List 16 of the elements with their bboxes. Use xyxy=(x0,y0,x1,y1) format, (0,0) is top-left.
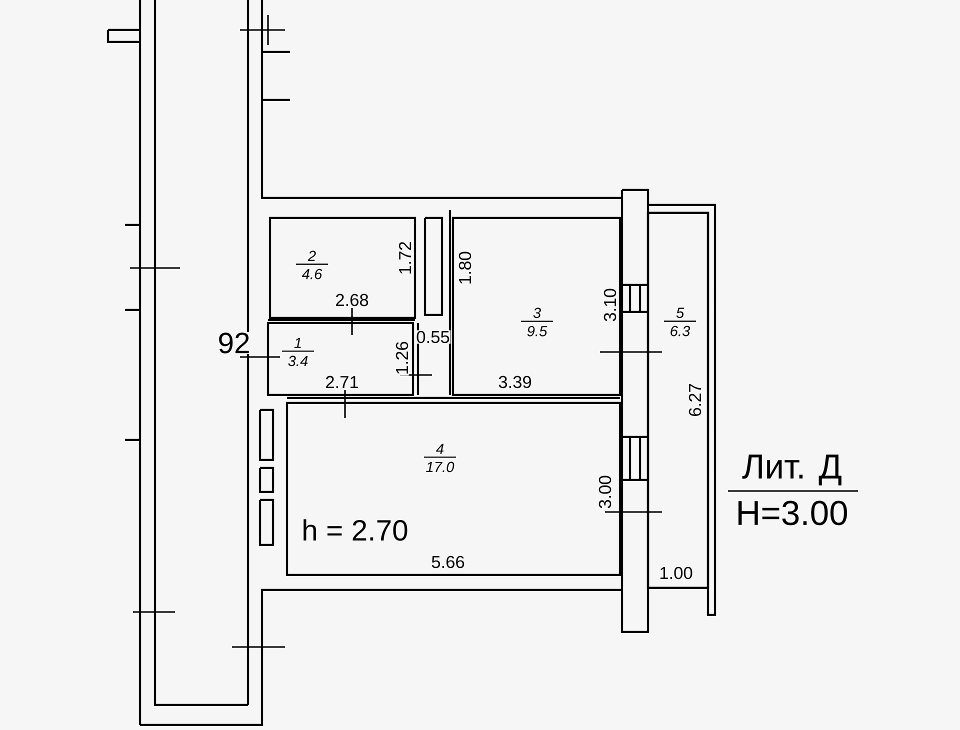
note-text: h = 2.70 xyxy=(300,518,410,542)
note-text: Лит. Д xyxy=(741,454,843,486)
dimension-label: 1.72 xyxy=(398,240,412,276)
note-text: 92 xyxy=(217,332,251,354)
dimension-label: 3.10 xyxy=(603,287,617,323)
dimension-label: 3.00 xyxy=(598,474,612,510)
dimension-label: 6.27 xyxy=(688,382,702,418)
dimension-label: 2.71 xyxy=(324,375,360,389)
dimension-label: 5.66 xyxy=(430,555,466,569)
dimension-label: 3.39 xyxy=(497,375,533,389)
note-text: H=3.00 xyxy=(734,500,850,526)
dimension-label: 1.80 xyxy=(458,250,472,286)
dimension-label: 2.68 xyxy=(334,293,370,307)
dimension-label: 0.55 xyxy=(415,330,451,344)
dimension-label: 1.00 xyxy=(658,566,694,580)
dimension-label: 1.26 xyxy=(395,340,409,376)
